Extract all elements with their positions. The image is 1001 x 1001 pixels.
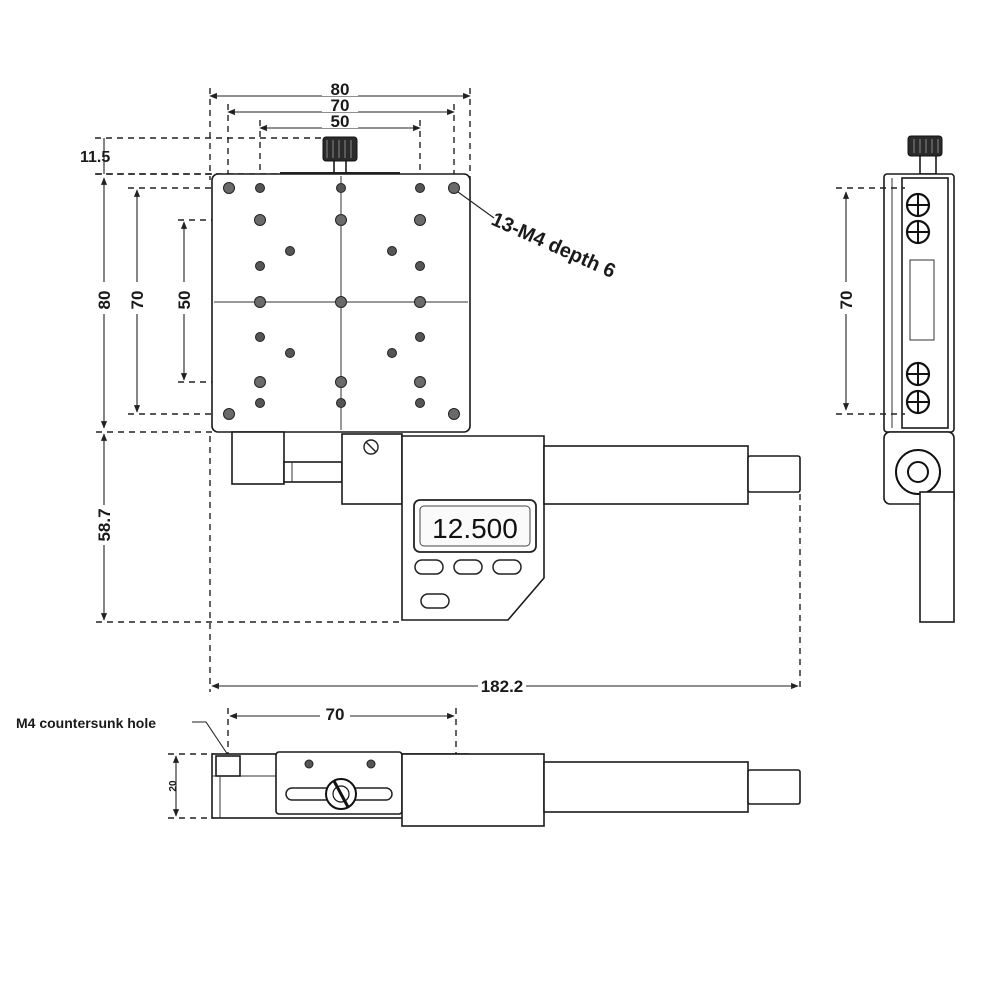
micrometer-button-2[interactable] xyxy=(453,559,483,575)
dim-label-left-80: 80 xyxy=(95,291,114,310)
dim-label-11-5: 11.5 xyxy=(80,149,110,166)
countersunk-leader xyxy=(192,721,231,759)
top-dimension-group: 80 70 50 xyxy=(209,80,471,210)
dim-label-182-2: 182.2 xyxy=(481,677,524,696)
dim-label-bottom-70: 70 xyxy=(326,705,345,724)
dim-label-bottom-20: 20 xyxy=(168,780,179,792)
left-dimension-group: 80 70 50 58.7 xyxy=(94,173,400,623)
micrometer-button-1[interactable] xyxy=(414,559,444,575)
side-inner-rail xyxy=(901,177,949,429)
micrometer-thimble xyxy=(747,455,801,493)
micrometer-button-4[interactable] xyxy=(420,593,450,609)
front-view: 70 M4 countersunk hole 20 xyxy=(16,704,801,827)
dim-label-50: 50 xyxy=(331,112,350,131)
knob-icon xyxy=(322,136,358,162)
dim-label-left-50: 50 xyxy=(175,291,194,310)
tapped-holes-leader xyxy=(457,191,495,219)
side-view: 70 xyxy=(836,135,955,623)
lcd-screen xyxy=(419,505,531,547)
front-micrometer-thimble xyxy=(747,769,801,805)
dim-label-58-7: 58.7 xyxy=(95,508,114,541)
dim-label-side-70: 70 xyxy=(837,291,856,310)
front-micrometer-barrel xyxy=(543,761,749,813)
top-view-stage: 13-M4 depth 6 xyxy=(211,136,619,433)
micrometer-button-3[interactable] xyxy=(492,559,522,575)
knob-shaft xyxy=(333,159,347,175)
side-knob-icon xyxy=(907,135,943,157)
front-micrometer-body xyxy=(401,753,545,827)
mounting-holes xyxy=(223,182,460,420)
side-micrometer-barrel xyxy=(919,491,955,623)
overall-length-dimension: 182.2 xyxy=(209,436,801,696)
countersunk-label: M4 countersunk hole xyxy=(16,715,156,731)
lcd-reading: 12.500 xyxy=(432,513,518,544)
micrometer-mount xyxy=(231,431,285,485)
side-screws xyxy=(905,192,931,415)
dim-label-left-70: 70 xyxy=(128,291,147,310)
dim-label-70: 70 xyxy=(331,96,350,115)
front-left-pad xyxy=(215,755,241,777)
micrometer-barrel xyxy=(543,445,749,505)
micrometer-spindle xyxy=(283,461,343,483)
knob-offset-dimension: 11.5 xyxy=(80,137,330,175)
tapped-holes-label: 13-M4 depth 6 xyxy=(488,208,619,282)
top-view-micrometer: 12.500 xyxy=(231,431,801,621)
dim-label-80: 80 xyxy=(331,80,350,99)
